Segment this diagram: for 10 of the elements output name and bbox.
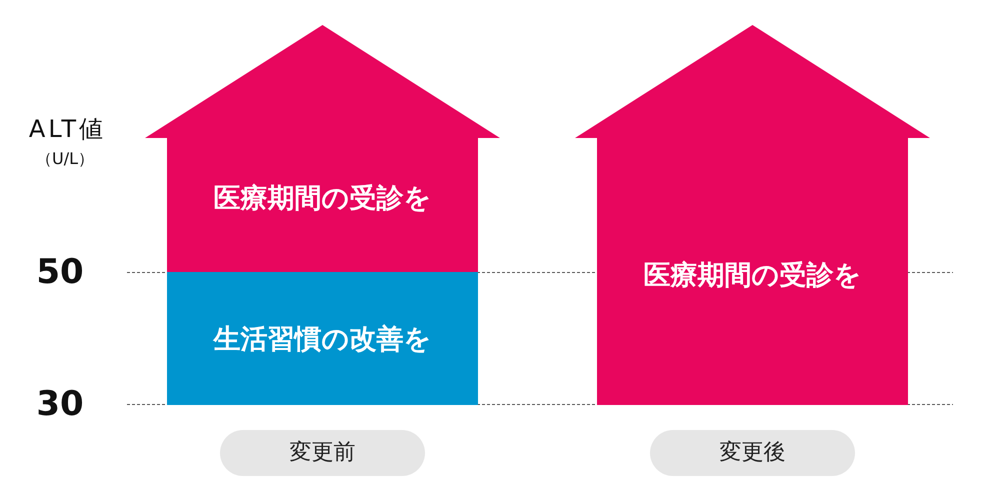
tick-label: 30 — [35, 384, 85, 424]
segment-label: 生活習慣の改善を — [212, 322, 432, 356]
unit-label: （U/L） — [34, 149, 95, 170]
period-tag: 変更後 — [650, 430, 855, 476]
house-label: 医療期間の受診を — [642, 259, 862, 293]
period-tag: 変更前 — [220, 430, 425, 476]
tick-label: 50 — [35, 252, 85, 292]
axis-title: ALT値 — [28, 114, 108, 145]
lower-segment — [167, 272, 478, 405]
house-label: 医療期間の受診を — [212, 182, 432, 216]
